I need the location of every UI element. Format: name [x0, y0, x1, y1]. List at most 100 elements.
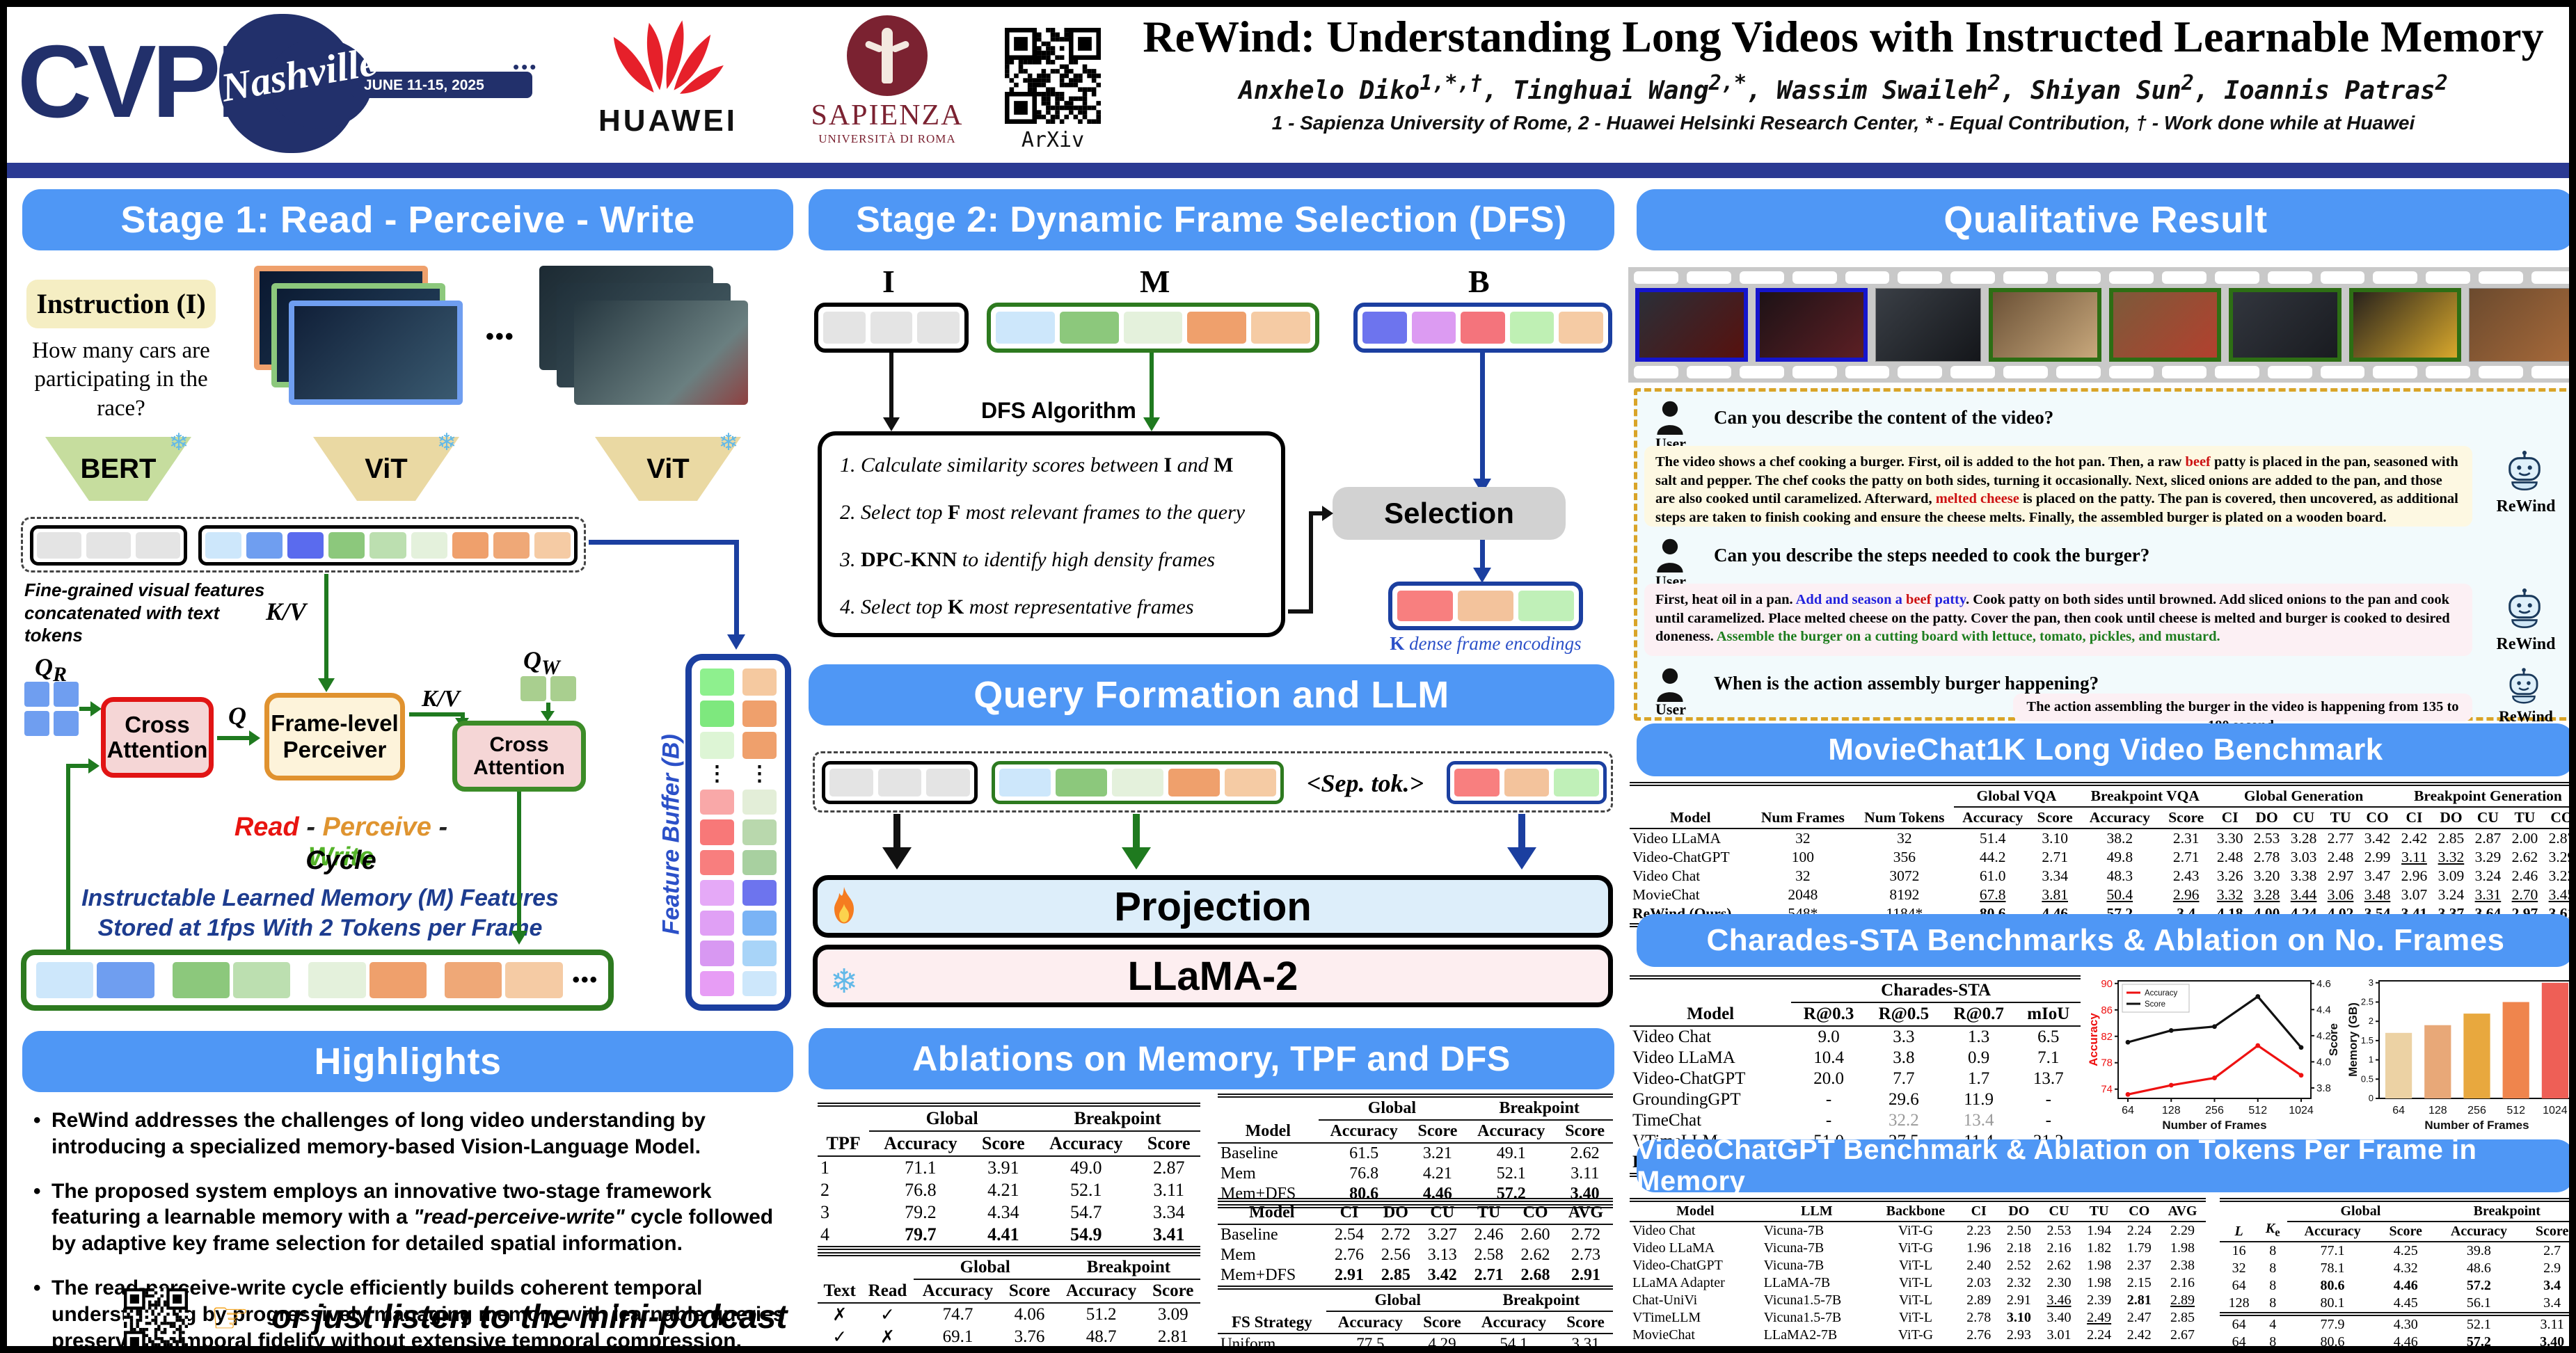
table-cell: 3.10	[2006, 1310, 2031, 1325]
column-header: CU	[1430, 1203, 1455, 1222]
answer-3: The action assembling the burger in the …	[2013, 694, 2472, 733]
table-cell: 2.24	[2087, 1327, 2112, 1343]
highlight-bullet: ReWind addresses the challenges of long …	[28, 1107, 788, 1160]
column-header: R@0.5	[1878, 1004, 1930, 1023]
sprocket-hole	[2161, 271, 2207, 284]
table-cell: 2.85	[2432, 828, 2470, 848]
table-cell: 64	[2232, 1334, 2246, 1350]
qr-query-squares	[24, 682, 79, 736]
pointing-hand-icon: ☞	[210, 1292, 251, 1344]
concat-strip-container	[21, 517, 586, 573]
strip-I	[823, 312, 960, 344]
table-cell: 3.42	[1427, 1266, 1457, 1284]
column-header: Accuracy	[1477, 1122, 1545, 1140]
q-arrow-head	[249, 730, 260, 746]
encoder-vit-2: ViT ❄	[595, 429, 741, 501]
memory-ellipsis: •••	[572, 968, 598, 991]
dfs-sel-h2	[1309, 511, 1324, 515]
feature-token	[742, 940, 777, 966]
sprocket-hole	[1845, 271, 1890, 284]
sprocket-hole	[1792, 271, 1837, 284]
table-cell: 3.81	[2042, 886, 2068, 903]
feature-token	[823, 312, 866, 344]
table-cell: 57.2	[2466, 1278, 2491, 1293]
feature-token	[1112, 769, 1163, 796]
table-cell: 4.45	[2393, 1295, 2418, 1311]
svg-text:Accuracy: Accuracy	[2089, 1013, 2100, 1066]
table-cell: 2.46	[2511, 867, 2538, 884]
table-cell: 3.48	[2364, 886, 2391, 903]
query-K-box	[1447, 761, 1607, 804]
table-cell: 80.1	[2320, 1295, 2345, 1311]
table-cell: 2.62	[1557, 1142, 1613, 1164]
table-cell: Baseline	[1218, 1224, 1326, 1245]
table-cell: Vicuna1.5-7B	[1763, 1310, 1842, 1325]
table-cell: 77.5	[1326, 1333, 1415, 1346]
table-cell: 2.53	[2248, 828, 2286, 848]
dfs-step-3: 3. DPC-KNN to identify high density fram…	[840, 548, 1216, 571]
column-header: Backbone	[1886, 1203, 1946, 1219]
memory-caption-1: Instructable Learned Memory (M) Features	[81, 885, 559, 911]
query-strip-K	[1454, 769, 1600, 796]
video-frame	[574, 301, 748, 405]
column-header: Model	[1670, 809, 1711, 826]
sprocket-hole	[2056, 366, 2101, 378]
question-3: When is the action assembly burger happe…	[1714, 673, 2099, 694]
table-cell: Video LLaMA	[1632, 1240, 1715, 1256]
column-header: CI	[1971, 1203, 1987, 1219]
table-cell: 3.11	[1153, 1180, 1185, 1200]
huawei-petals-icon	[613, 20, 724, 94]
feature-token	[700, 669, 734, 696]
svg-text:4.6: 4.6	[2316, 978, 2331, 990]
table-cell: 2.85	[1381, 1266, 1410, 1284]
feature-token	[534, 532, 571, 559]
sprocket-hole	[2426, 366, 2471, 378]
table-cell: 50.4	[2106, 886, 2133, 903]
table-cell: 2.91	[1571, 1266, 1600, 1284]
table-cell: 2.76	[1334, 1246, 1364, 1264]
table-cell: 3.00	[2006, 1345, 2031, 1353]
table-cell: 2.03	[1966, 1275, 1991, 1290]
kv1-label: K/V	[266, 598, 307, 625]
authors: Anxhelo Diko1,*,†, Tinghuai Wang2,*, Was…	[1239, 71, 2448, 106]
column-header: Breakpoint	[2433, 1200, 2569, 1222]
table-cell: 2.68	[1520, 1266, 1550, 1284]
column-header: FS Strategy	[1232, 1313, 1312, 1331]
query-strip-I	[829, 769, 971, 796]
column-header: Score	[1423, 1313, 1461, 1331]
feature-token	[411, 532, 447, 559]
table-cell: 7.7	[1893, 1069, 1915, 1088]
rewind-label: ReWind	[2496, 635, 2556, 653]
feature-token	[700, 970, 734, 996]
column-header: Score	[2168, 809, 2204, 826]
table-cell: 3.41	[1152, 1224, 1185, 1244]
buffer-col-right: ⋮	[742, 669, 777, 996]
table-cell: 1.98	[2087, 1275, 2112, 1290]
table-cell: 2.87	[2543, 828, 2569, 848]
table-cell: 2.54	[1326, 1224, 1373, 1245]
table-cell: 3	[820, 1202, 829, 1222]
qualitative-header: Qualitative Result	[1637, 189, 2569, 250]
column-header: Accuracy	[1330, 1122, 1398, 1140]
table-cell: 78.1	[2320, 1260, 2345, 1276]
table-cell: 1.98	[2170, 1240, 2195, 1256]
table-cell: 1	[818, 1155, 870, 1179]
table-cell: LLaMA Adapter	[1632, 1275, 1725, 1290]
table-cell: Mem+DFS	[1221, 1266, 1296, 1284]
table-cell: 2.38	[2170, 1258, 2195, 1273]
table-cell: TimeChat	[1632, 1111, 1702, 1130]
rewind-label: ReWind	[2499, 707, 2553, 725]
column-header: Accuracy	[922, 1281, 994, 1300]
strip-M	[996, 312, 1310, 344]
table-cell: 76.8	[914, 1348, 1003, 1353]
table-cell: Video-ChatGPT	[1632, 849, 1730, 865]
